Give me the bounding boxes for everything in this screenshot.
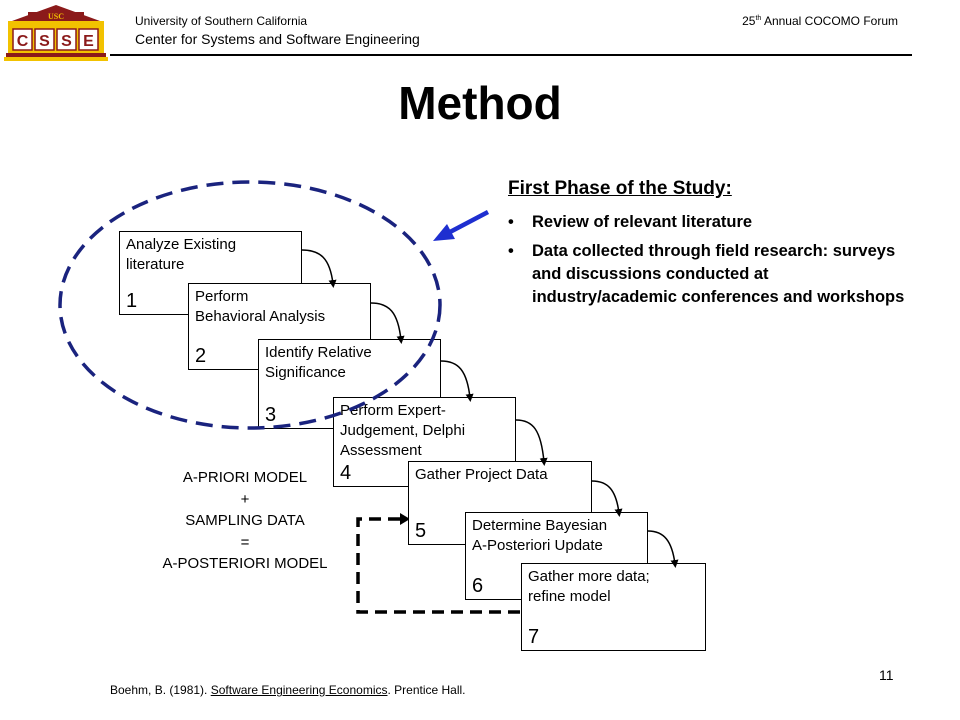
reference-citation: Boehm, B. (1981). Software Engineering E… — [110, 683, 466, 697]
step-label: Identify Relative Significance — [265, 344, 372, 381]
connector-arrow — [370, 302, 405, 344]
svg-text:USC: USC — [48, 12, 64, 21]
phase-bullet-list: •Review of relevant literature •Data col… — [508, 211, 908, 315]
step-number: 6 — [472, 575, 484, 597]
phase-bullet: •Data collected through field research: … — [508, 242, 905, 306]
step-label: Analyze Existing literature — [126, 236, 237, 273]
csse-logo: USC C S S E — [4, 5, 108, 61]
logo-letter: S — [61, 33, 72, 50]
pointer-arrow — [433, 210, 490, 241]
step-label: Gather more data; refine model — [528, 568, 650, 605]
header-forum: 25th Annual COCOMO Forum — [742, 14, 898, 28]
page-number: 11 — [879, 667, 894, 683]
connector-arrow — [440, 360, 474, 402]
step-label: Determine Bayesian A-Posteriori Update — [472, 517, 608, 554]
bullet-dot: • — [508, 213, 514, 231]
step-number: 1 — [126, 290, 138, 312]
step-number: 4 — [340, 462, 352, 484]
phase-bullet: •Review of relevant literature — [508, 211, 908, 234]
slide-title: Method — [398, 77, 562, 129]
step-box-7: Gather more data; refine model 7 — [521, 563, 706, 651]
step-number: 3 — [265, 404, 277, 426]
step-number: 7 — [528, 626, 540, 648]
bayesian-formula: A-PRIORI MODEL + SAMPLING DATA = A-POSTE… — [162, 469, 328, 572]
header-center: Center for Systems and Software Engineer… — [135, 31, 420, 47]
book-title: Software Engineering Economics — [210, 683, 388, 697]
header-university: University of Southern California — [135, 14, 308, 28]
step-number: 5 — [415, 520, 427, 542]
header-divider — [110, 54, 912, 56]
connector-arrow — [591, 480, 623, 517]
step-label: Perform Behavioral Analysis — [195, 288, 326, 325]
logo-letter: S — [39, 33, 50, 50]
logo-letter: C — [17, 33, 29, 50]
step-label: Perform Expert- Judgement, Delphi Assess… — [340, 402, 466, 459]
step-number: 2 — [195, 345, 207, 367]
step-label: Gather Project Data — [415, 466, 548, 483]
bullet-dot: • — [508, 242, 514, 260]
connector-arrow — [515, 419, 548, 466]
connector-arrow — [301, 249, 337, 288]
connector-arrow — [647, 530, 679, 568]
phase-ellipse — [58, 180, 442, 430]
logo-letter: E — [83, 33, 94, 50]
phase-heading: First Phase of the Study: — [508, 178, 732, 199]
